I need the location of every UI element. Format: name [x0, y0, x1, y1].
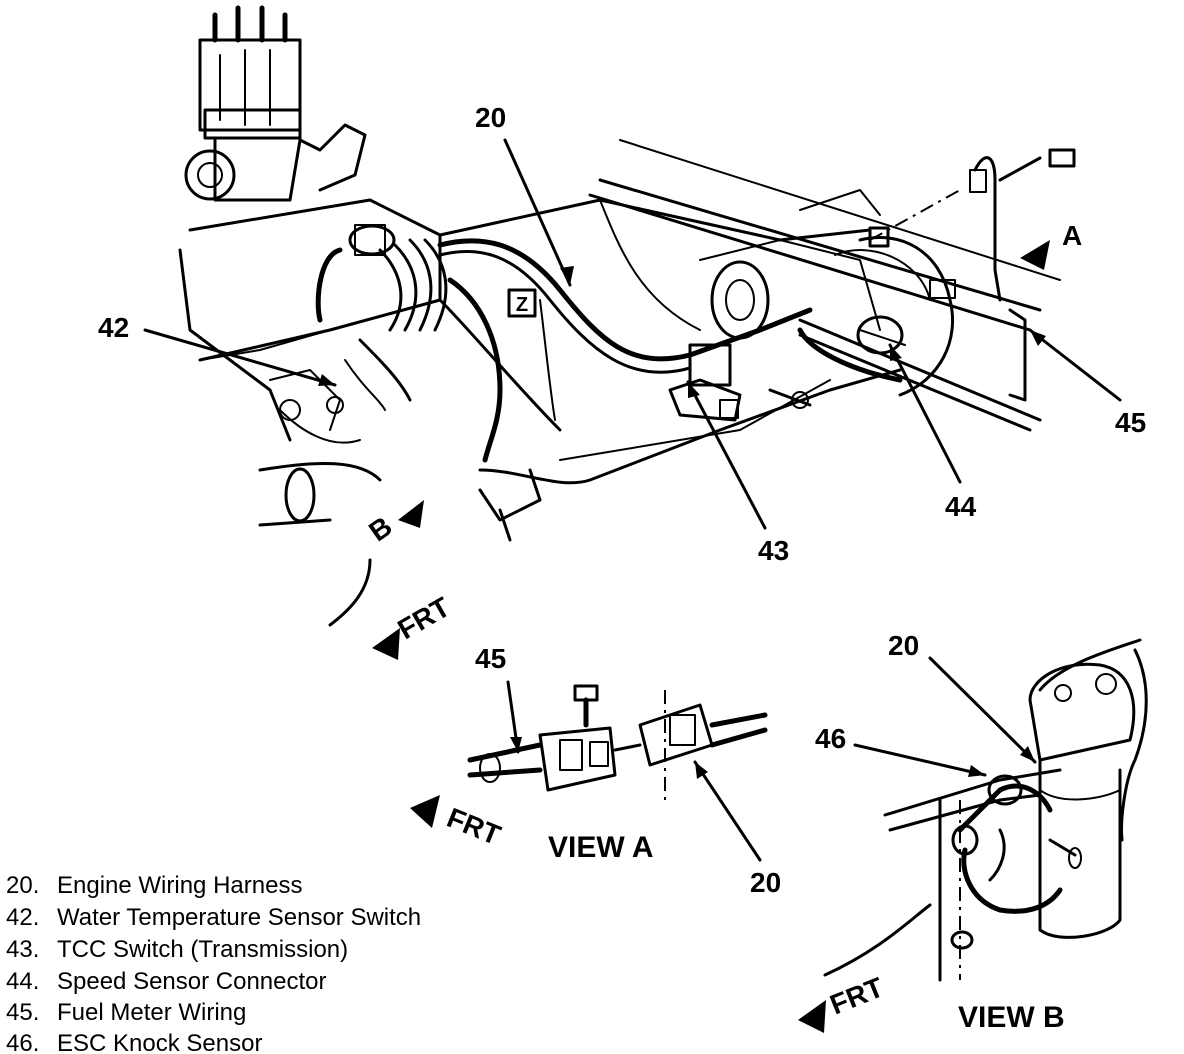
view-b-ref-label: B [363, 510, 397, 547]
legend-item: 46. ESC Knock Sensor [6, 1030, 262, 1054]
frame-rails [588, 139, 1061, 432]
legend-number: 42. [6, 904, 39, 931]
main-engine-illustration: Z A B [178, 5, 1082, 627]
front-arrow-icon [798, 1000, 826, 1033]
frt-view-b-indicator: FRT [798, 971, 888, 1033]
view-a-reference: A [1020, 220, 1082, 270]
legend-text: ESC Knock Sensor [57, 1030, 262, 1054]
front-arrow-icon [372, 628, 400, 660]
frt-view-a-label: FRT [443, 802, 505, 851]
callout-20-view-a: 20 [750, 867, 781, 898]
engine-block [178, 198, 442, 527]
arrow-icon [398, 500, 424, 528]
callout-46: 46 [815, 723, 846, 754]
z-marker-label: Z [516, 294, 528, 316]
callout-45-view-a: 45 [475, 643, 506, 674]
upper-hose [315, 224, 396, 323]
frt-main-indicator: FRT [372, 591, 455, 660]
legend-number: 45. [6, 999, 39, 1026]
front-arrow-icon [410, 795, 440, 828]
callout-20-main: 20 [475, 102, 506, 133]
frt-view-b-label: FRT [826, 971, 888, 1020]
legend: 20. Engine Wiring Harness 42. Water Temp… [6, 872, 421, 1054]
legend-item: 45. Fuel Meter Wiring [6, 999, 246, 1026]
legend-text: Fuel Meter Wiring [57, 999, 246, 1026]
callout-45-main: 45 [1115, 407, 1146, 438]
view-a-illustration [467, 680, 768, 862]
frt-main-label: FRT [393, 591, 456, 645]
legend-text: Water Temperature Sensor Switch [57, 904, 421, 931]
legend-item: 42. Water Temperature Sensor Switch [6, 904, 421, 931]
view-b-reference: B [363, 500, 424, 547]
main-leaders [143, 138, 1122, 530]
view-b-title: VIEW B [958, 1001, 1065, 1034]
callout-20-view-b: 20 [888, 630, 919, 661]
speed-sensor-connector [856, 279, 956, 355]
view-b-illustration [823, 638, 1148, 982]
legend-number: 20. [6, 872, 39, 899]
legend-item: 44. Speed Sensor Connector [6, 968, 327, 995]
callout-44: 44 [945, 491, 977, 522]
legend-number: 43. [6, 936, 39, 963]
legend-text: TCC Switch (Transmission) [57, 936, 348, 963]
frt-view-a-indicator: FRT [410, 795, 505, 851]
arrow-icon [1020, 240, 1050, 270]
tcc-switch [668, 343, 812, 422]
legend-text: Engine Wiring Harness [57, 872, 302, 899]
view-a-ref-label: A [1062, 220, 1082, 251]
legend-text: Speed Sensor Connector [57, 968, 327, 995]
callout-42: 42 [98, 312, 129, 343]
distributor [184, 5, 367, 202]
engine-wiring-harness [344, 238, 903, 463]
legend-number: 44. [6, 968, 39, 995]
legend-number: 46. [6, 1030, 39, 1054]
legend-item: 20. Engine Wiring Harness [6, 872, 302, 899]
fuel-meter-wiring [868, 148, 1076, 302]
legend-item: 43. TCC Switch (Transmission) [6, 936, 348, 963]
view-a-title: VIEW A [548, 831, 654, 864]
callout-43: 43 [758, 535, 789, 566]
z-marker: Z [507, 288, 537, 318]
